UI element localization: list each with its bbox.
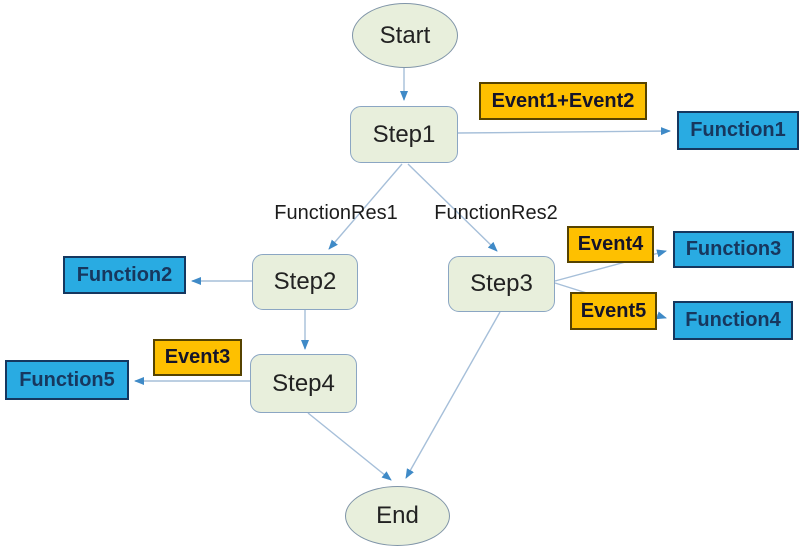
node-event4: Event4 [567,226,654,263]
connector-step3-end [405,311,501,479]
node-step4: Step4 [250,354,357,413]
connector-step1-step3 [407,163,498,252]
node-event5: Event5 [570,292,657,330]
connector-step1-function1 [457,127,671,136]
connector-step4-end [307,412,392,481]
node-function1: Function1 [677,111,799,150]
node-function5: Function5 [5,360,129,400]
node-function2: Function2 [63,256,186,294]
node-end: End [345,486,450,546]
edge-label-functionres1: FunctionRes1 [274,202,398,224]
edge-label-functionres2: FunctionRes2 [434,202,558,224]
node-event3: Event3 [153,339,242,376]
node-event1-event2: Event1+Event2 [479,82,647,120]
node-function3: Function3 [673,231,794,268]
node-step2: Step2 [252,254,358,310]
node-function4: Function4 [673,301,793,340]
node-step1: Step1 [350,106,458,163]
node-step3: Step3 [448,256,555,312]
node-start: Start [352,3,458,68]
connector-step1-step2 [328,163,403,250]
